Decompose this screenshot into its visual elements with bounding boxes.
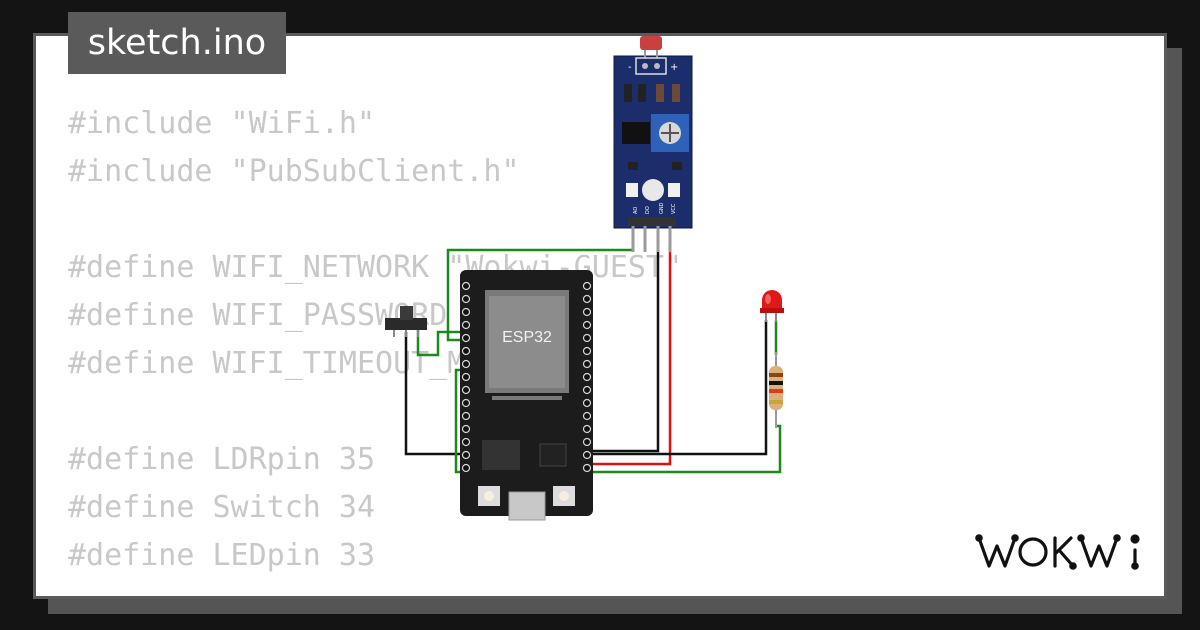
wire-green-switch — [416, 330, 463, 357]
ldr-sensor-module[interactable]: - + AO DO GND VCC — [613, 36, 693, 252]
wokwi-logo-icon — [975, 534, 1140, 570]
comparator-chip — [622, 122, 650, 144]
esp32-board[interactable]: ESP32 — [460, 270, 593, 521]
module-minus-label: - — [628, 62, 632, 73]
pin-label-vcc: VCC — [671, 203, 677, 214]
code-line: #define LDRpin 35 — [68, 442, 376, 477]
red-led[interactable] — [760, 290, 784, 322]
code-line: #include "PubSubClient.h" — [68, 154, 520, 189]
code-preview: #include "WiFi.h" #include "PubSubClient.… — [68, 100, 682, 580]
code-line: #define LEDpin 33 — [68, 538, 376, 573]
code-line: #define Switch 34 — [68, 490, 376, 525]
module-plus-label: + — [670, 62, 678, 73]
wire-red-ldr-vcc — [588, 228, 672, 466]
micro-usb-port — [508, 491, 546, 521]
resistor[interactable] — [769, 352, 783, 428]
wires — [404, 228, 782, 474]
esp32-label: ESP32 — [502, 329, 552, 346]
pin-headers — [461, 281, 592, 473]
code-line: #include "WiFi.h" — [68, 106, 376, 141]
pin-label-do: DO — [645, 206, 651, 214]
preview-card — [33, 33, 1167, 599]
pin-label-ao: AO — [633, 207, 639, 214]
wire-black-ldr-gnd — [588, 228, 660, 453]
wire-green-led — [454, 368, 782, 474]
slide-switch[interactable] — [385, 306, 427, 337]
wokwi-logo — [975, 528, 1150, 581]
wire-black-led — [588, 320, 768, 456]
pin-label-gnd: GND — [659, 202, 665, 214]
file-tab[interactable]: sketch.ino — [68, 12, 286, 74]
voltage-regulator — [482, 440, 520, 470]
wire-black-switch — [404, 332, 463, 456]
usb-uart-chip — [539, 443, 567, 467]
ldr-icon — [640, 36, 662, 50]
